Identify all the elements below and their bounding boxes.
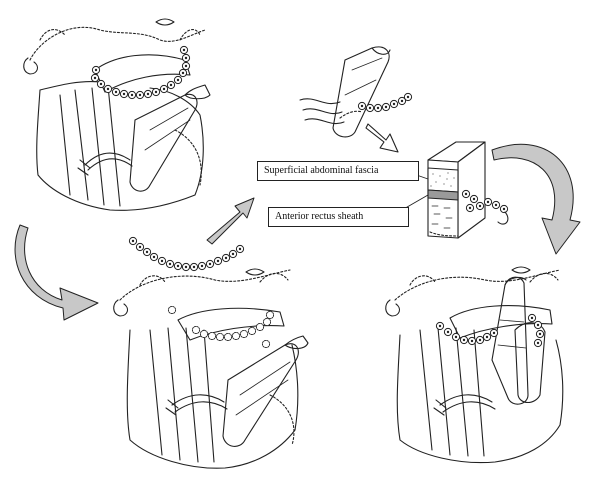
chain-rings-block — [461, 189, 509, 225]
arrow-step-2 — [206, 197, 255, 245]
chain-rings-1 — [90, 45, 191, 100]
arrow-step-3 — [491, 144, 581, 255]
muscle-fragment-top — [299, 46, 391, 138]
chain-rings-floating — [128, 236, 245, 272]
chain-rings-top — [357, 92, 413, 113]
panel-initial-anatomy — [23, 18, 211, 211]
panel-final-reconstruction — [385, 266, 564, 464]
chain-rings-dashed — [167, 305, 275, 349]
arrow-to-block — [365, 123, 399, 153]
label-superficial-fascia: Superficial abdominal fascia — [257, 161, 419, 181]
label-anterior-sheath: Anterior rectus sheath — [268, 207, 409, 227]
arrow-step-1 — [14, 224, 99, 321]
panel-chain-harvest — [113, 268, 309, 469]
chain-rings-3 — [435, 313, 545, 348]
tissue-block — [427, 141, 486, 239]
